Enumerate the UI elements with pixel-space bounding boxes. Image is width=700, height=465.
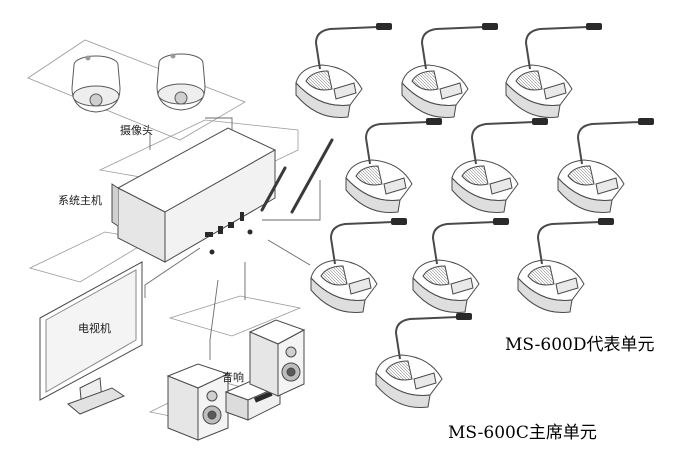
delegate-microphone bbox=[517, 218, 614, 314]
delegate-microphone bbox=[505, 23, 602, 119]
camera-left bbox=[71, 55, 121, 113]
delegate-microphone bbox=[295, 23, 392, 119]
delegate-microphone bbox=[451, 118, 548, 214]
camera-right bbox=[156, 53, 206, 111]
tv-label: 电视机 bbox=[78, 322, 111, 335]
chairman-unit-label: MS-600C主席单元 bbox=[448, 423, 597, 443]
host-label: 系统主机 bbox=[58, 194, 102, 207]
antenna-right bbox=[290, 138, 334, 214]
antenna-left bbox=[260, 166, 287, 212]
cable-lines bbox=[144, 117, 321, 360]
delegate-microphone bbox=[557, 118, 654, 214]
delegate-microphone bbox=[412, 218, 509, 314]
speaker-label: 音响 bbox=[222, 371, 244, 384]
delegate-microphone bbox=[401, 23, 498, 119]
delegate-unit-label: MS-600D代表单元 bbox=[505, 335, 655, 355]
tv-monitor bbox=[39, 261, 143, 415]
delegate-microphone bbox=[310, 218, 407, 314]
chairman-microphone bbox=[375, 313, 472, 409]
microphone-units bbox=[295, 23, 654, 409]
delegate-microphone bbox=[345, 118, 442, 214]
host-unit bbox=[111, 127, 277, 263]
camera-label: 摄像头 bbox=[120, 124, 153, 137]
speaker-left bbox=[166, 363, 230, 441]
speaker-right bbox=[248, 319, 306, 397]
